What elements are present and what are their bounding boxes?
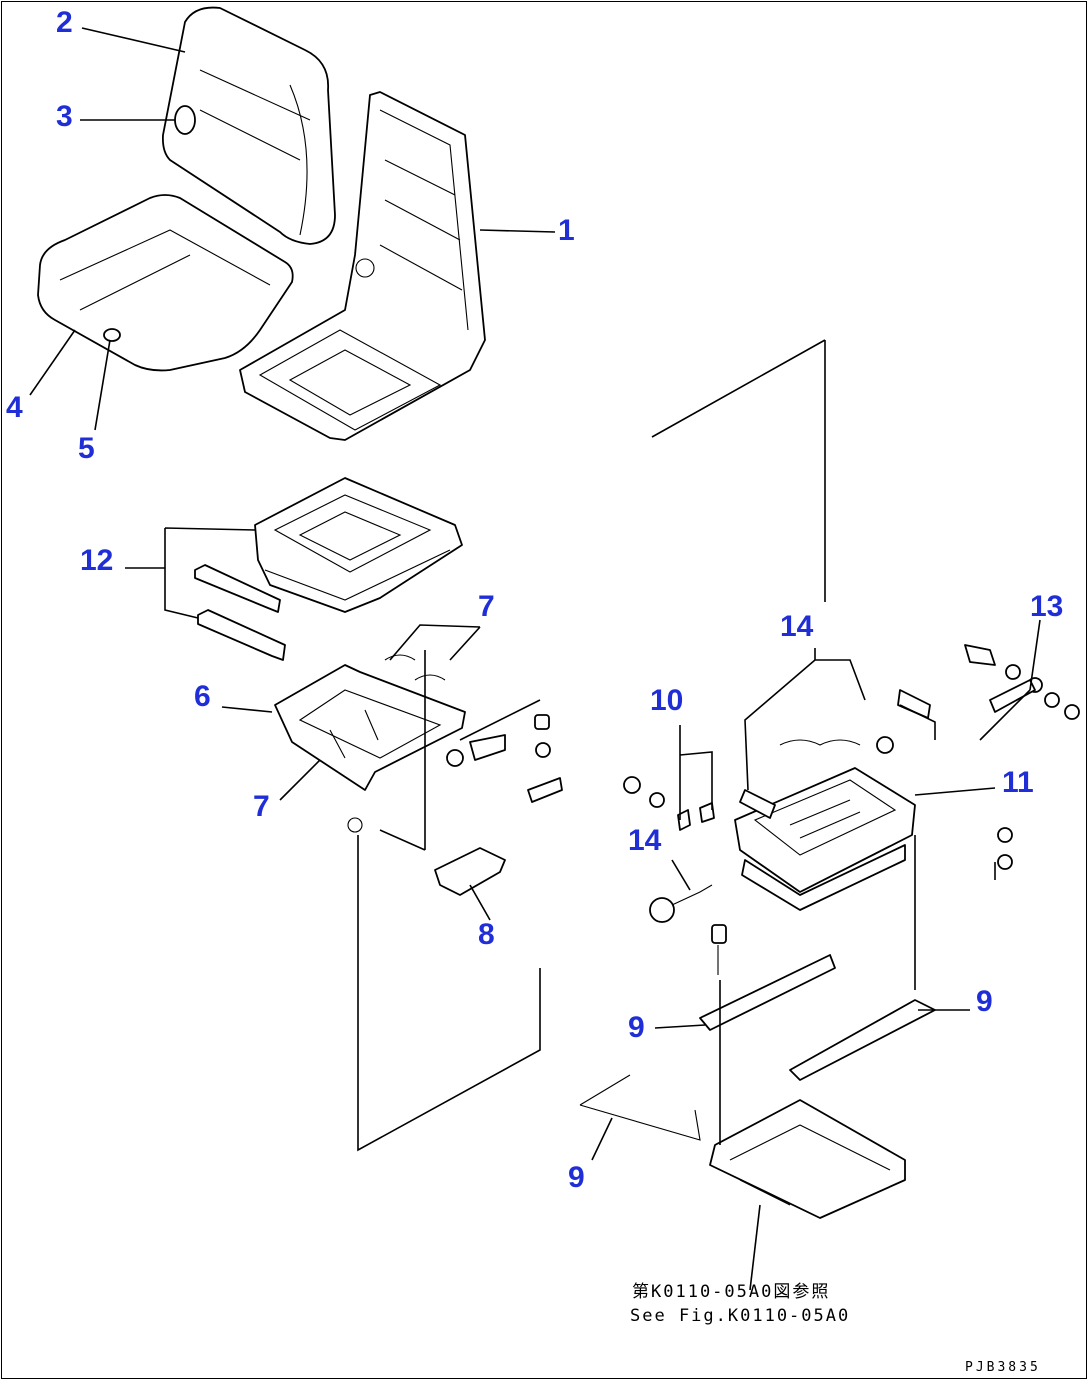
part-seat-cushion bbox=[37, 194, 294, 372]
part-seat-frame bbox=[239, 91, 486, 441]
callout-14-upper: 14 bbox=[780, 610, 814, 643]
part-fasteners-right bbox=[623, 644, 1080, 870]
reference-note-en: See Fig.K0110-05A0 bbox=[630, 1306, 851, 1326]
part-knob bbox=[103, 328, 121, 342]
callout-7-upper: 7 bbox=[478, 590, 495, 623]
part-spring-7 bbox=[384, 654, 446, 681]
part-bracket bbox=[434, 847, 506, 896]
callout-7-lower: 7 bbox=[253, 790, 270, 823]
part-rails-9 bbox=[579, 924, 936, 1141]
callout-9-right: 9 bbox=[976, 985, 993, 1018]
callout-4: 4 bbox=[6, 391, 23, 424]
callout-6: 6 bbox=[194, 680, 211, 713]
part-spring-14 bbox=[779, 739, 861, 746]
callout-11: 11 bbox=[1002, 766, 1034, 799]
part-base-plate bbox=[709, 1099, 906, 1219]
part-rail-lower bbox=[197, 609, 286, 661]
callout-8: 8 bbox=[478, 918, 495, 951]
part-suspension bbox=[254, 477, 463, 613]
callout-1: 1 bbox=[558, 214, 575, 247]
part-backrest-cushion bbox=[161, 6, 336, 245]
callout-14-lower: 14 bbox=[628, 824, 662, 857]
reference-note-jp: 第K0110-05A0図参照 bbox=[632, 1282, 831, 1302]
part-fasteners-left bbox=[347, 714, 563, 833]
part-lever bbox=[174, 105, 196, 135]
callout-10: 10 bbox=[650, 684, 684, 717]
drawing-code: PJB3835 bbox=[965, 1360, 1041, 1375]
leader-lines bbox=[29, 27, 1041, 1291]
callout-3: 3 bbox=[56, 100, 73, 133]
part-rail-upper bbox=[194, 564, 281, 613]
part-knob-14 bbox=[649, 897, 675, 923]
part-slide-mechanism bbox=[274, 664, 466, 791]
part-roller bbox=[739, 789, 776, 819]
callout-9-bottom: 9 bbox=[568, 1161, 585, 1194]
part-suspension-base bbox=[734, 767, 916, 911]
callout-13: 13 bbox=[1030, 590, 1064, 623]
callout-2: 2 bbox=[56, 6, 73, 39]
callout-9-left: 9 bbox=[628, 1011, 645, 1044]
callout-5: 5 bbox=[78, 432, 95, 465]
callout-12: 12 bbox=[80, 544, 114, 577]
